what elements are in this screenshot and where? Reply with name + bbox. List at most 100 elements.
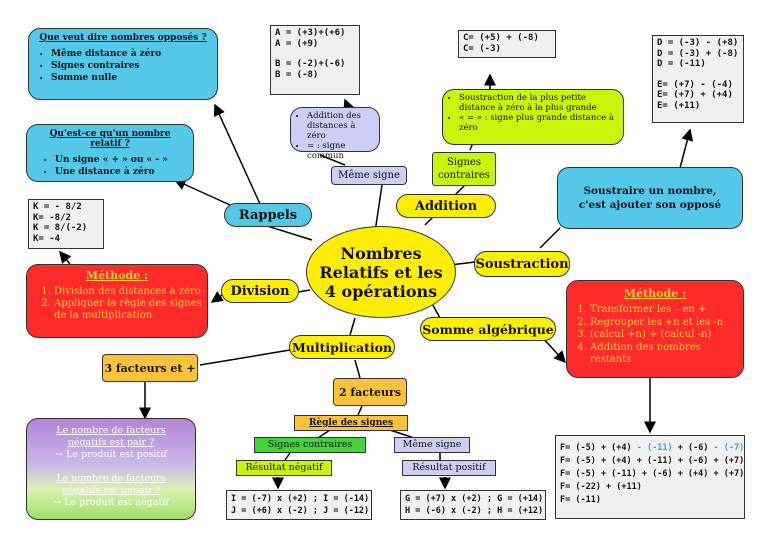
impair-line2: négatifs est impair ? [61, 485, 161, 496]
link-contraires-neg [284, 452, 291, 461]
signes-contraires-label: Signes contraires [432, 152, 496, 186]
k-line: K = - 8/2 [33, 202, 82, 212]
resultat-positif: Résultat positif [402, 460, 496, 476]
f-line-part: + (-6) [672, 443, 709, 453]
soustraction-rule-line2: c'est ajouter son opposé [578, 199, 722, 211]
de-line: E= (+7) - (-4) [657, 79, 733, 90]
f-line: F= (-5) + (+4) + (-11) + (-6) + (+7) [560, 456, 745, 466]
addition-diff-list: Soustraction de la plus petite distance … [447, 93, 619, 133]
opposes-item: Somme nulle [51, 72, 211, 84]
de-line [657, 70, 739, 80]
ij-line: J = (+6) x (-2) ; J = (-12) [231, 506, 370, 516]
relatif-title: Qu'est-ce qu'un nombre relatif ? [49, 129, 171, 149]
somme-method-item: Addition des nombres restants [590, 342, 738, 367]
opposes-list: Même distance à zéro Signes contraires S… [35, 48, 211, 84]
somme-examples: F= (-5) + (+4) - (-11) + (-6) - (-7) F= … [555, 435, 745, 519]
somme-method-box: Méthode : Transformer les – en + Regroup… [566, 280, 744, 378]
link-addition-signes [454, 184, 466, 196]
branch-addition: Addition [396, 194, 496, 218]
f-line: F= (-5) + (-11) + (-6) + (+4) + (+7) [560, 469, 745, 479]
addition-examples-ab: A = (+3)+(+6) A = (+9) B = (-2)+(-6) B =… [270, 25, 360, 95]
division-method-box: Méthode : Division des distances à zéro … [26, 264, 208, 338]
link-rule-ex-d [679, 128, 694, 169]
division-method-item: Appliquer la règle des signes de la mult… [54, 298, 202, 322]
relatif-item: Une distance à zéro [55, 166, 187, 178]
link-rappels-opposes [213, 103, 261, 205]
opposes-item: Signes contraires [51, 60, 211, 72]
de-line: E= (+11) [657, 100, 701, 111]
link-division-method [210, 291, 225, 303]
opposes-item: Même distance à zéro [51, 48, 211, 60]
trois-facteurs-result: Le nombre de facteurs négatifs est pair … [26, 418, 196, 520]
regle-des-signes: Règle des signes [294, 415, 408, 431]
addition-diff-item: Soustraction de la plus petite distance … [459, 93, 619, 113]
soustraction-rule-line1: Soustraire un nombre, [583, 185, 717, 197]
somme-method-list: Transformer les – en + Regrouper les +n … [572, 304, 738, 367]
f-line: F= (-11) [560, 495, 601, 505]
k-line: K= -4 [33, 233, 61, 244]
de-line: D = (-3) - (+8) [657, 38, 739, 48]
link-soustraction-rule [539, 227, 561, 249]
opposes-box: Que veut dire nombres opposés ? Même dis… [28, 28, 218, 100]
pair-line2: négatifs est pair ? [67, 437, 155, 448]
center-title-line3: 4 opérations [324, 281, 438, 301]
addition-examples-c: C= (+5) + (-8) C= (-3) [458, 30, 556, 58]
resultat-negatif: Résultat négatif [236, 460, 332, 476]
de-line: E= (+7) + (+4) [657, 90, 733, 100]
ij-line: I = (-7) x (+2) ; I = (-14) [231, 494, 370, 504]
center-title-line2: Relatifs et les [319, 262, 443, 282]
signes-contraires-line2: contraires [438, 170, 490, 181]
c-line: C= (+5) + (-8) [463, 33, 539, 43]
f-line: F= (-5) + (+4) - (-11) + (-6) - (-7) [560, 442, 744, 455]
link-mult-deux [354, 359, 361, 379]
center-node: Nombres Relatifs et les 4 opérations [306, 226, 456, 318]
signes-contraires-line1: Signes [447, 157, 481, 168]
ab-line: A = (+3)+(+6) [275, 28, 346, 38]
somme-method-head: Méthode : [623, 287, 687, 300]
addition-same-rules: Addition des distances à zéro = : signe … [290, 107, 380, 161]
ab-line: B = (-2)+(-6) [275, 59, 346, 69]
meme-signe-label: Même signe [331, 166, 407, 185]
k-examples: K = - 8/2 K= -8/2 K = 8/(-2) K= -4 [28, 199, 104, 249]
center-title-line1: Nombres [340, 243, 422, 263]
signes-contraires-mult: Signes contraires [254, 437, 366, 453]
ab-line: B = (-8) [275, 69, 319, 80]
trois-facteurs-label: 3 facteurs et + [102, 354, 198, 382]
link-meme-items [319, 154, 346, 166]
addition-diff-item: « = » : signe plus grande distance à zér… [459, 113, 619, 133]
ab-line [275, 49, 355, 59]
relatif-box: Qu'est-ce qu'un nombre relatif ? Un sign… [26, 124, 194, 182]
addition-same-list: Addition des distances à zéro = : signe … [295, 111, 375, 161]
addition-same-item: Addition des distances à zéro [307, 111, 375, 141]
de-line: D = (-11) [657, 59, 706, 69]
addition-same-item: = : signe commun [307, 141, 375, 161]
gh-line: G = (+7) x (+2) ; G = (+14) [405, 494, 544, 504]
link-mult-trois [199, 349, 291, 366]
branch-somme-algebrique: Somme algébrique [420, 317, 556, 341]
branch-division: Division [221, 279, 299, 303]
deux-facteurs-label: 2 facteurs [333, 378, 407, 406]
link-method-ex-k [59, 250, 72, 265]
branch-multiplication: Multiplication [289, 335, 395, 359]
division-method-item: Division des distances à zéro [54, 286, 202, 298]
impair-result: → Le produit est négatif [53, 497, 169, 508]
c-line: C= (-3) [463, 43, 501, 54]
link-rappels-relatif [173, 178, 231, 206]
opposes-title: Que veut dire nombres opposés ? [39, 33, 207, 43]
branch-soustraction: Soustraction [474, 251, 570, 277]
link-center-meme [374, 184, 383, 233]
k-line: K = 8/(-2) [33, 223, 88, 233]
f-line: F= (-22) + (+11) [560, 482, 642, 492]
f-line-part-highlight: - (-7) [708, 443, 745, 453]
de-line: D = (-3) + (-8) [657, 48, 739, 59]
branch-rappels: Rappels [224, 203, 312, 227]
f-line-part-highlight: - (-11) [631, 443, 673, 453]
somme-method-item: Transformer les – en + [590, 304, 738, 317]
meme-signe-mult: Même signe [394, 437, 470, 453]
ab-line: A = (+9) [275, 38, 319, 49]
division-method-list: Division des distances à zéro Appliquer … [32, 286, 202, 322]
somme-method-item: Regrouper les +n et les -n [590, 317, 738, 330]
somme-method-item: (calcul +n) + (calcul -n) [590, 329, 738, 342]
soustraction-rule: Soustraire un nombre, c'est ajouter son … [557, 167, 743, 229]
k-line: K= -8/2 [33, 212, 71, 223]
